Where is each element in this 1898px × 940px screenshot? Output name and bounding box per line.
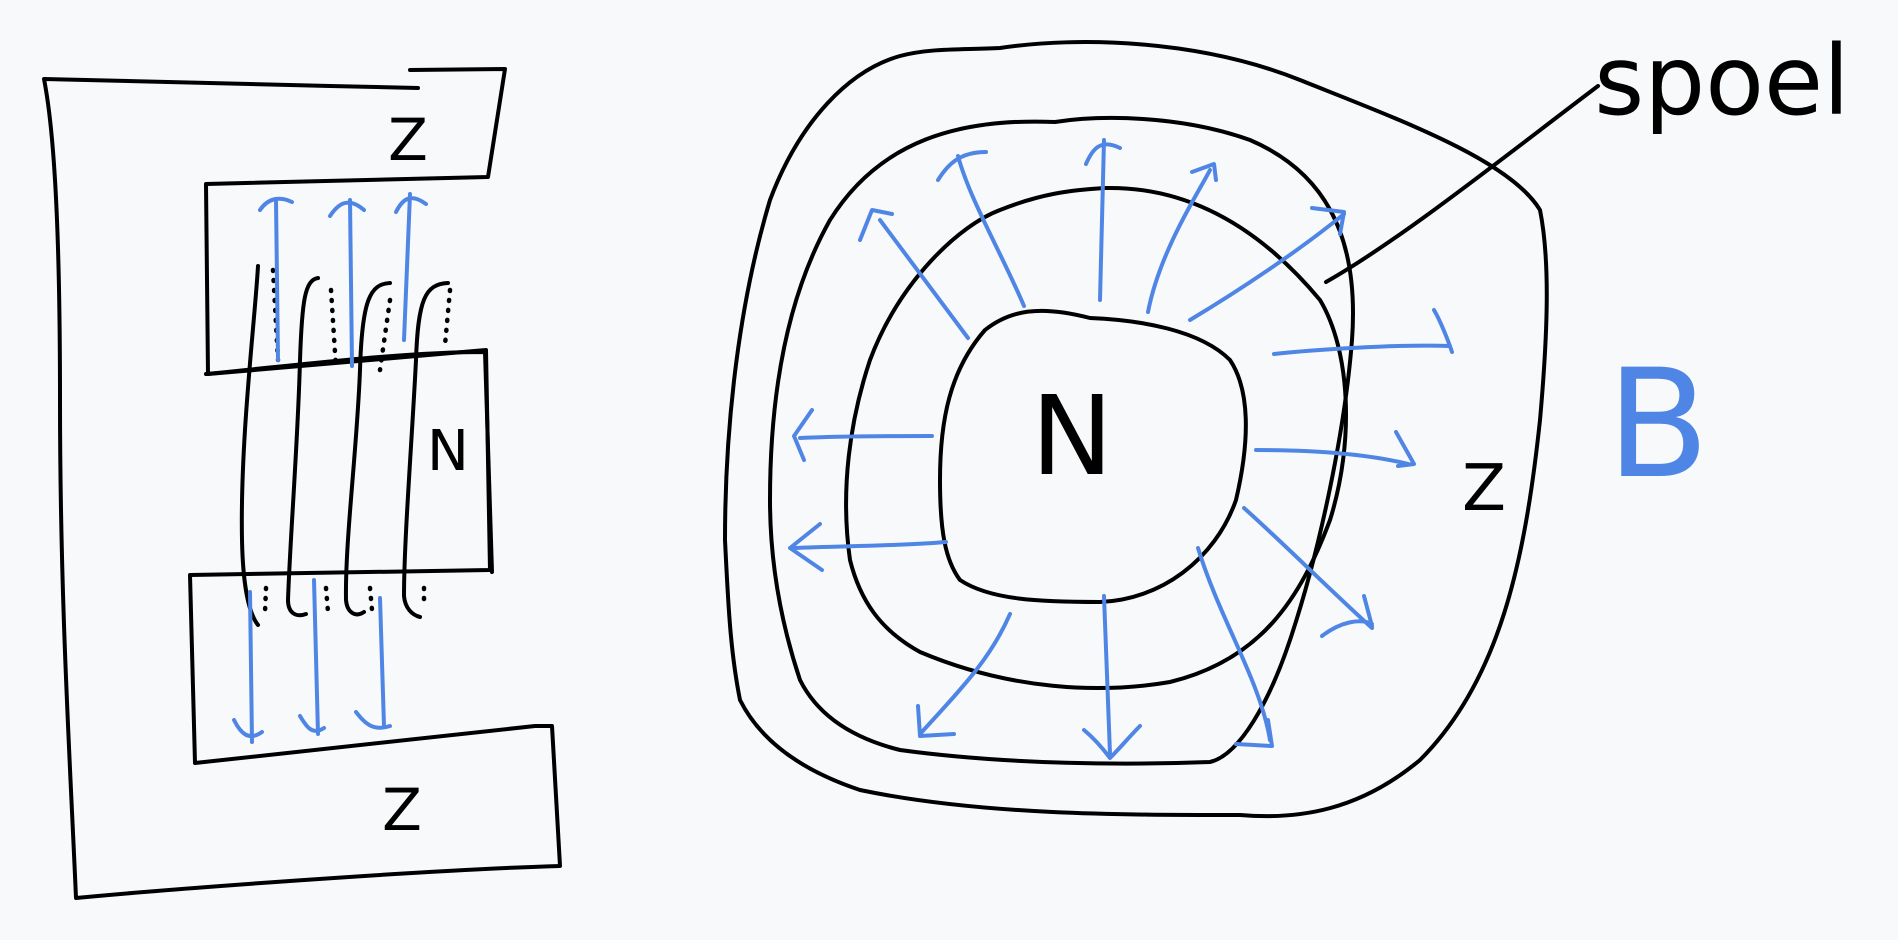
central-magnet [938,308,1248,604]
central-pole [204,350,494,574]
field-arrow-nne [1146,162,1218,314]
side-view: Z N Z [42,67,562,900]
field-arrow-nnw [936,150,1026,308]
gap-ring [844,185,1349,690]
field-arrow-bottom-3 [354,596,392,730]
coil-label: spoel [1594,25,1849,137]
field-arrow-s [1082,594,1142,760]
field-arrow-ssw [916,612,1012,738]
field-arrow-w2 [792,408,934,462]
outer-ring [723,40,1549,819]
top-pole-label: Z [388,106,428,174]
field-arrow-sse [1196,546,1274,748]
field-arrow-se [1242,506,1374,638]
magnet-label: N [427,419,469,484]
field-arrow-top-3 [394,192,428,342]
field-arrow-nw [858,208,970,340]
coil-winding-4 [402,281,450,619]
radial-field-arrows [788,138,1454,760]
coil-winding-3 [343,281,392,617]
field-arrow-ne [1188,206,1346,322]
field-arrow-e2 [1254,430,1416,468]
field-arrow-n [1084,138,1122,302]
coil-lead-line [1324,84,1600,284]
field-arrow-w1 [788,522,948,572]
field-arrow-bottom-1 [232,590,264,744]
field-arrow-top-2 [328,198,366,368]
coil-hidden-dots [262,267,453,615]
center-label: N [1031,372,1113,500]
field-label: B [1607,338,1710,512]
field-arrow-top-1 [258,196,294,362]
outer-label: Z [1462,452,1506,526]
bottom-pole-label: Z [382,776,422,844]
top-view: N Z spoel B [723,25,1850,819]
field-arrow-bottom-2 [298,578,326,736]
coil-winding-1 [239,264,260,627]
coil-winding-2 [286,276,320,618]
outer-yoke [42,67,562,900]
field-arrow-e1 [1272,308,1454,356]
